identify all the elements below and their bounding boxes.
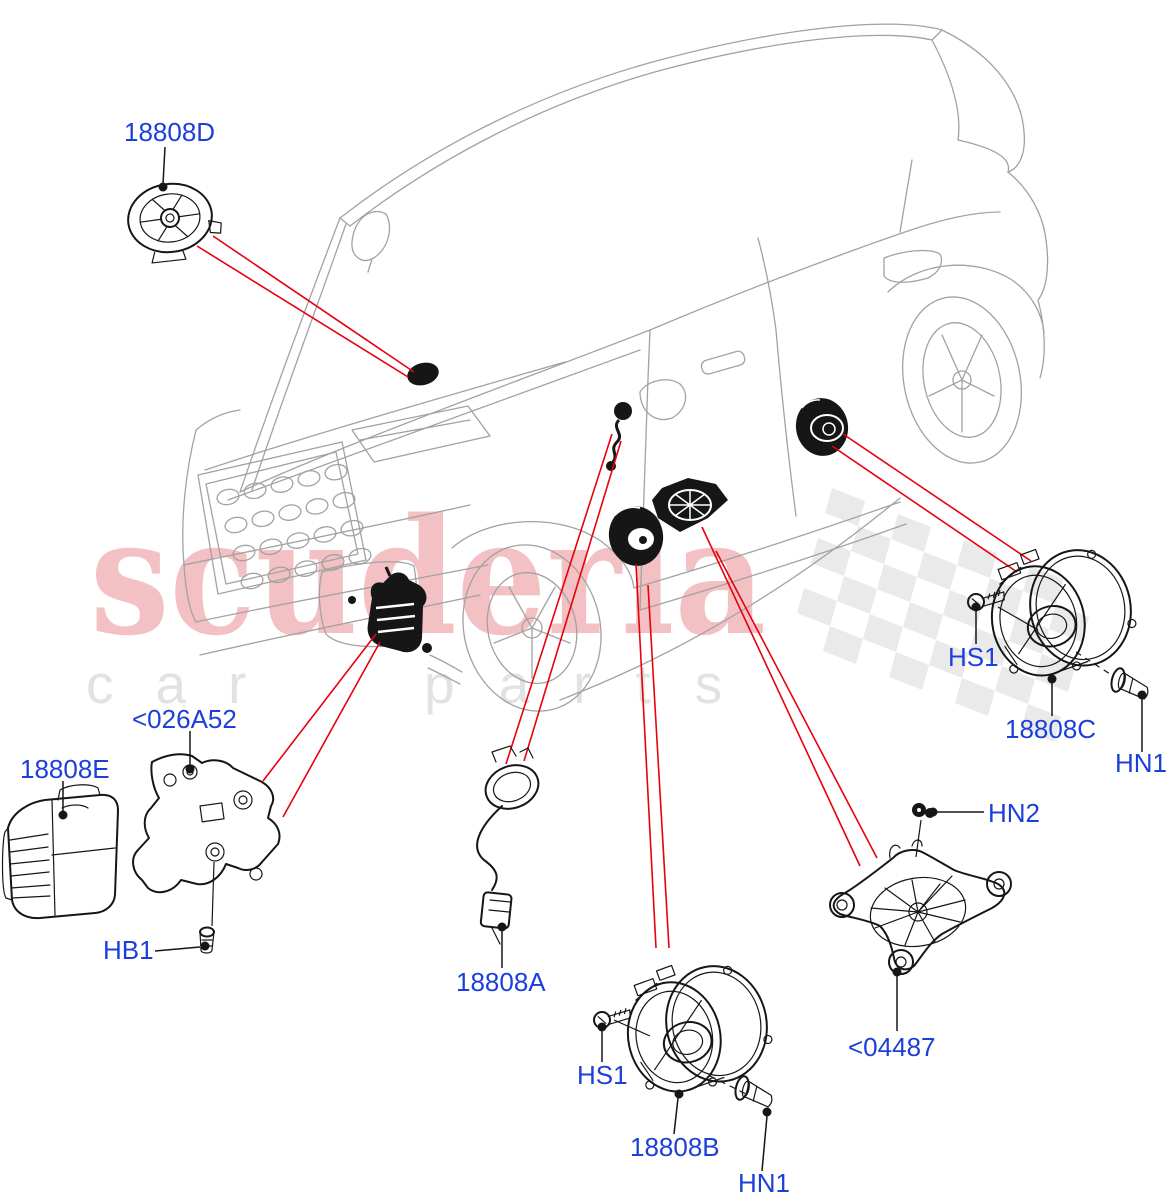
bumper-amplifier-location-icon: [348, 566, 432, 653]
callout-HN2[interactable]: HN2: [988, 798, 1040, 828]
callout-HB1[interactable]: HB1: [103, 935, 154, 965]
callout-HN1-rear[interactable]: HN1: [1115, 748, 1167, 778]
a-pillar-tweeter-location-icon: [606, 402, 632, 471]
leader-dash-speaker-1: [212, 235, 415, 373]
red-leader-lines: [196, 235, 1032, 949]
leader-tweeter-2: [523, 440, 622, 762]
leader-bumper-amp-2: [282, 641, 381, 818]
tweeter-harness-part: [476, 745, 540, 945]
callout-18808B[interactable]: 18808B: [630, 1132, 720, 1162]
callout-04487[interactable]: <04487: [848, 1032, 935, 1062]
leader-door-bracket-2: [715, 550, 878, 859]
watermark-word-car: car: [86, 653, 288, 715]
rear-door-speaker-location-icon: [795, 398, 849, 456]
vehicle-location-markers: [348, 362, 849, 653]
leader-front-door-speaker-2: [647, 584, 670, 949]
vehicle-outline: [182, 23, 1049, 712]
leader-front-door-speaker-1: [635, 563, 657, 949]
subwoofer-amplifier-part: [1, 784, 119, 920]
leader-rear-door-speaker-2: [831, 445, 1018, 573]
front-door-speaker-part: [613, 947, 780, 1103]
callout-18808E[interactable]: 18808E: [20, 754, 110, 784]
callout-labels: 18808D <026A52 18808E HB1 18808A HS1 188…: [20, 117, 1167, 1198]
callout-18808A[interactable]: 18808A: [456, 967, 546, 997]
callout-lines: [58, 146, 1147, 1172]
leader-dash-speaker-2: [196, 245, 409, 378]
leader-bumper-amp-1: [262, 633, 377, 782]
dash-speaker-location-dot: [407, 362, 439, 386]
dash-speaker-part: [127, 182, 222, 264]
front-door-bracket-location-icon: [652, 478, 728, 532]
front-door-speaker-location-icon: [608, 506, 664, 566]
leader-tweeter-1: [505, 433, 613, 765]
callout-026A52[interactable]: <026A52: [132, 704, 237, 734]
amplifier-bracket-part: [132, 753, 281, 894]
leader-rear-door-speaker-1: [842, 433, 1032, 562]
callout-HS1-front[interactable]: HS1: [577, 1060, 628, 1090]
callout-HN1-front[interactable]: HN1: [738, 1168, 790, 1198]
callout-HS1-rear[interactable]: HS1: [948, 642, 999, 672]
callout-18808D[interactable]: 18808D: [124, 117, 215, 147]
grille-mesh: [216, 463, 372, 590]
checkered-flag-watermark: [797, 488, 1089, 742]
callout-18808C[interactable]: 18808C: [1005, 714, 1096, 744]
leader-door-bracket-1: [701, 526, 861, 867]
watermark-word-parts: parts: [424, 653, 766, 715]
